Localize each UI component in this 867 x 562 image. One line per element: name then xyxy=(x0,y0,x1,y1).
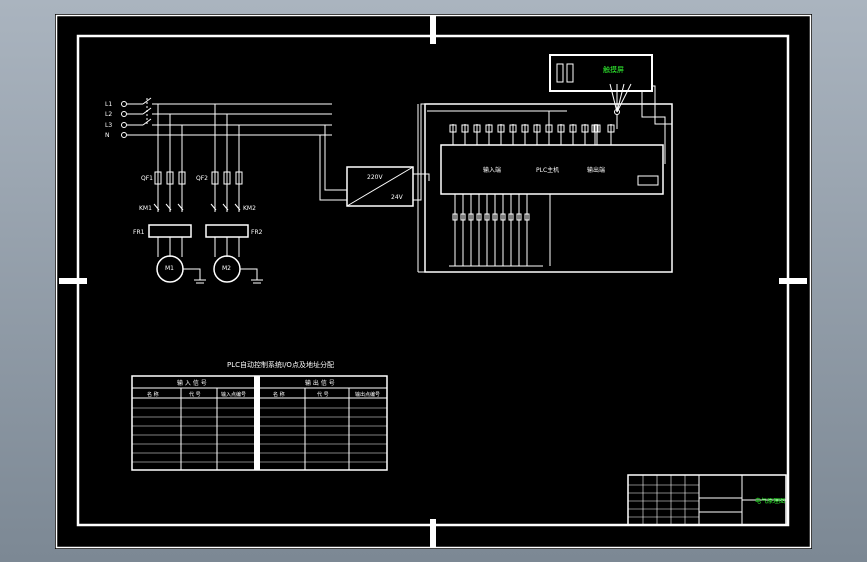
output-coil xyxy=(516,213,522,221)
phase-label-l3: L3 xyxy=(105,122,112,129)
phase-label-l1: L1 xyxy=(105,101,112,108)
relay-label-1: FR1 xyxy=(133,229,145,236)
hmi-panel[interactable] xyxy=(549,54,673,272)
hmi-label: 触摸屏 xyxy=(603,65,624,74)
plc-input-terminal xyxy=(545,124,553,133)
output-coil xyxy=(468,213,474,221)
plc-input-terminal xyxy=(521,124,529,133)
motor-branch-2 xyxy=(205,104,263,284)
sheet-outer-frame xyxy=(55,14,812,549)
io-input-header: 输 入 信 号 xyxy=(177,379,207,387)
sheet-inner-frame xyxy=(76,34,790,527)
output-coil xyxy=(476,213,482,221)
relay-label-2: FR2 xyxy=(251,229,263,236)
io-table xyxy=(131,375,388,471)
cad-viewport[interactable]: L1 L2 L3 N QF1 KM1 FR1 M1 QF2 KM2 FR2 M2… xyxy=(55,14,812,549)
io-col-6: 输出点编号 xyxy=(355,391,380,398)
psu-feed[interactable] xyxy=(319,103,430,207)
contactor-label-2: KM2 xyxy=(243,205,256,212)
output-coil xyxy=(524,213,530,221)
io-col-1: 名 称 xyxy=(147,391,159,398)
plc-input-terminal xyxy=(569,124,577,133)
output-coil xyxy=(500,213,506,221)
plc-output-terminal xyxy=(591,124,599,133)
plc-label-center: PLC主机 xyxy=(536,166,559,174)
io-col-4: 名 称 xyxy=(273,391,285,398)
contactor-label-1: KM1 xyxy=(139,205,152,212)
output-coil xyxy=(484,213,490,221)
psu-label-in: 220V xyxy=(367,174,383,181)
plc-input-terminal xyxy=(509,124,517,133)
plc-input-terminal xyxy=(581,124,589,133)
output-coil xyxy=(452,213,458,221)
io-table-title: PLC自动控制系统I/O点及地址分配 xyxy=(227,360,334,369)
plc-input-terminal xyxy=(449,124,457,133)
psu-label-out: 24V xyxy=(391,194,404,201)
plc-label-right: 输出端 xyxy=(587,166,605,174)
motor-branch-1 xyxy=(148,104,206,284)
title-block xyxy=(627,474,787,526)
io-output-header: 输 出 信 号 xyxy=(305,379,335,387)
output-coil xyxy=(492,213,498,221)
motor-label-1: M1 xyxy=(165,265,174,272)
output-coil xyxy=(460,213,466,221)
plc-input-terminal xyxy=(473,124,481,133)
plc-input-terminal xyxy=(533,124,541,133)
breaker-label-2: QF2 xyxy=(196,175,208,182)
io-col-5: 代 号 xyxy=(317,391,329,398)
plc-input-terminal xyxy=(497,124,505,133)
breaker-label-1: QF1 xyxy=(141,175,153,182)
plc-input-terminal xyxy=(461,124,469,133)
title-block-name: 电气原理图 xyxy=(755,497,785,505)
plc-label-left: 输入端 xyxy=(483,166,501,174)
electrical-schematic: L1 L2 L3 N QF1 KM1 FR1 M1 QF2 KM2 FR2 M2… xyxy=(55,14,812,549)
plc-input-terminal xyxy=(557,124,565,133)
motor-label-2: M2 xyxy=(222,265,231,272)
output-coil xyxy=(508,213,514,221)
plc-output-terminal xyxy=(607,124,615,133)
io-col-2: 代 号 xyxy=(189,391,201,398)
power-bus xyxy=(121,97,332,138)
phase-label-l2: L2 xyxy=(105,111,112,118)
phase-label-n: N xyxy=(105,132,110,139)
io-col-3: 输入点编号 xyxy=(221,391,246,398)
centering-marks xyxy=(59,16,807,547)
plc-input-terminal xyxy=(485,124,493,133)
